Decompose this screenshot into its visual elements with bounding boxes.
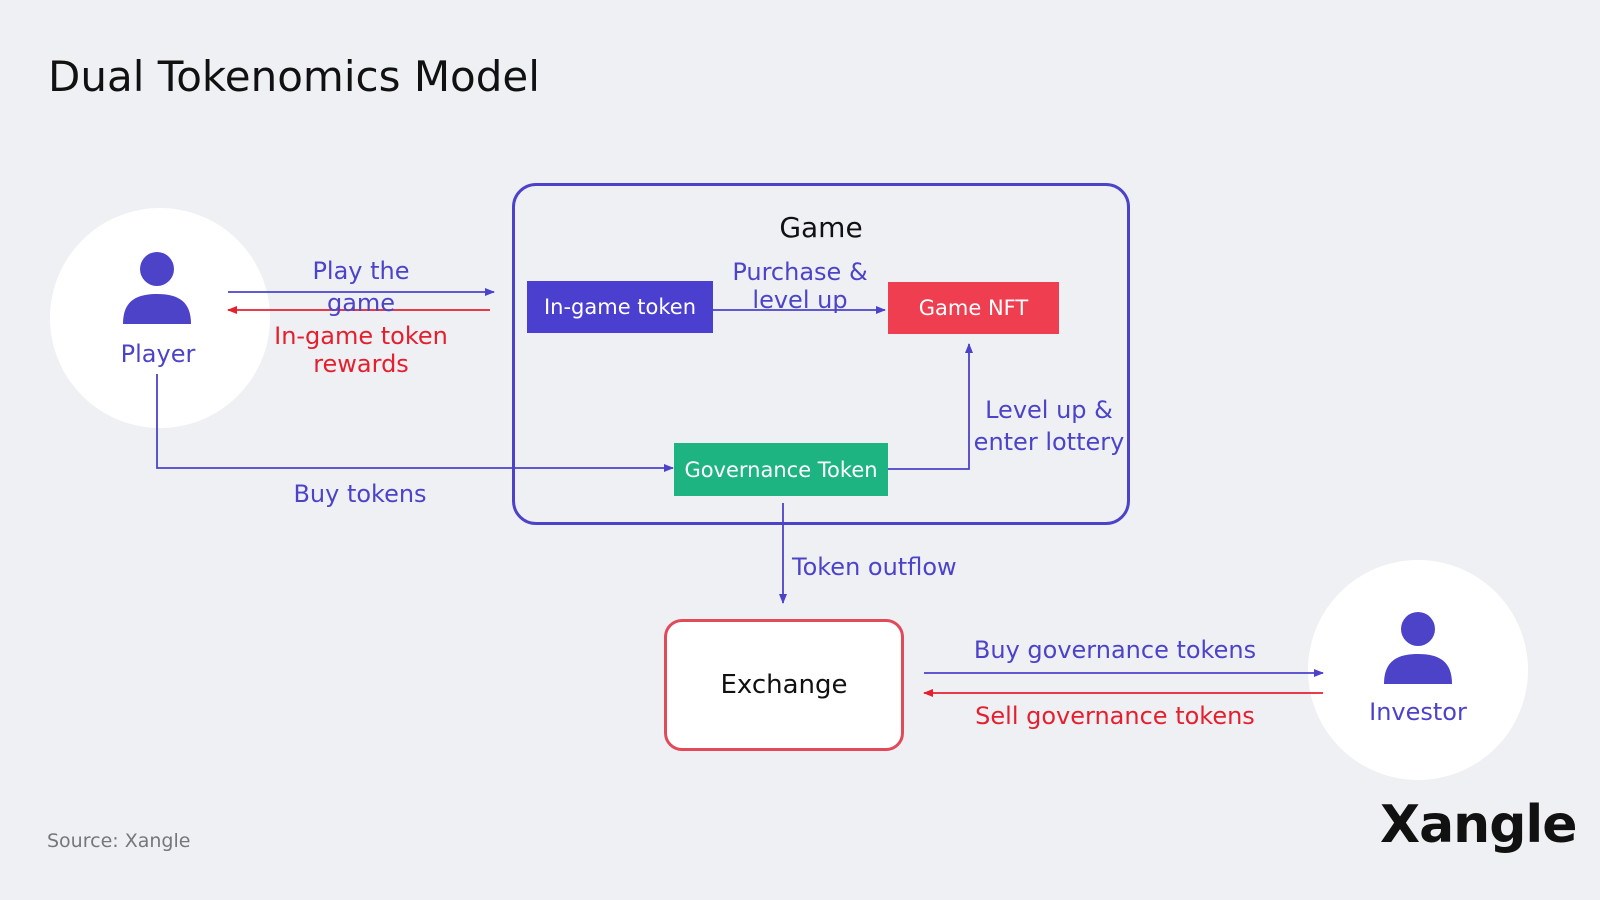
investor-label: Investor	[1369, 698, 1467, 726]
play-the-game-label: Play the game	[312, 257, 410, 317]
level-up-lottery-arrow	[888, 343, 973, 470]
buy-tokens-label: Buy tokens	[293, 480, 427, 508]
exchange-label: Exchange	[720, 670, 848, 700]
game-nft-box: Game NFT	[888, 282, 1059, 334]
level-up-enter-lottery-label: Level up & enter lottery	[973, 396, 1125, 456]
investor-person-icon	[1384, 612, 1452, 684]
game-container	[512, 183, 1130, 525]
player-label: Player	[120, 340, 196, 368]
player-person-icon	[123, 252, 191, 324]
source-note: Source: Xangle	[47, 830, 191, 852]
buy-tokens-arrow	[156, 374, 674, 472]
game-title: Game	[779, 211, 863, 244]
sell-governance-tokens-label: Sell governance tokens	[975, 702, 1255, 730]
xangle-logo: Xangle	[1380, 795, 1578, 855]
buy-governance-tokens-label: Buy governance tokens	[973, 636, 1257, 664]
token-outflow-label: Token outflow	[792, 553, 957, 581]
governance-token-box: Governance Token	[674, 443, 888, 496]
purchase-level-up-label: Purchase & level up	[732, 258, 868, 314]
in-game-token-rewards-label: In-game token rewards	[274, 322, 448, 378]
in-game-token-box: In-game token	[527, 281, 713, 333]
page-title: Dual Tokenomics Model	[48, 52, 540, 101]
exchange-box: Exchange	[664, 619, 904, 751]
